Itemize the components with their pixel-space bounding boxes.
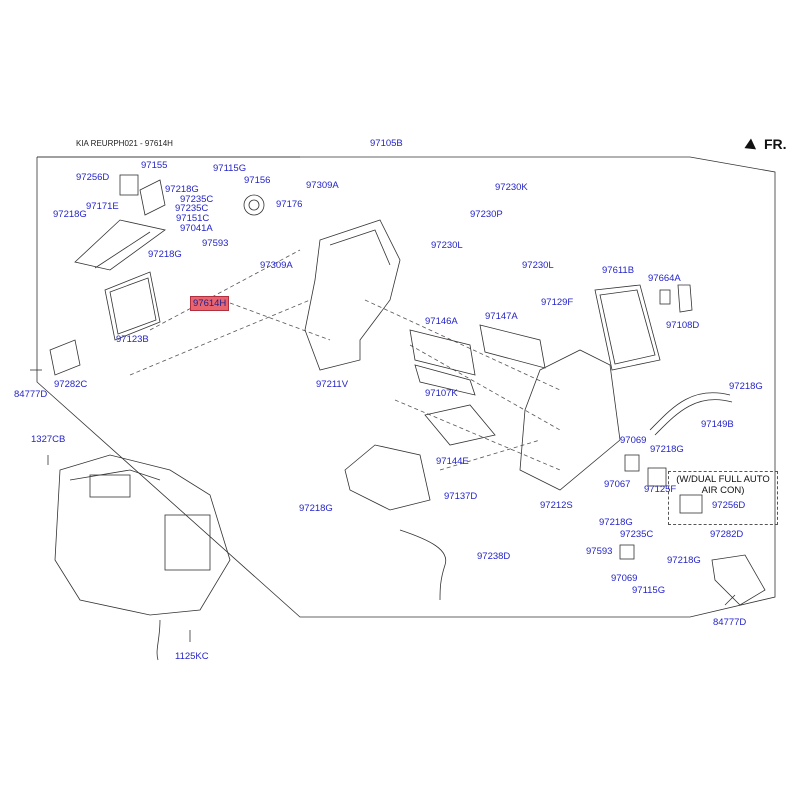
label-97235C-top[interactable]: 97235C — [180, 194, 214, 205]
label-97151C[interactable]: 97151C — [176, 213, 210, 224]
label-97144E[interactable]: 97144E — [436, 456, 469, 467]
label-97218G-c[interactable]: 97218G — [148, 249, 182, 260]
label-1327CB[interactable]: 1327CB — [31, 434, 66, 445]
label-97146A[interactable]: 97146A — [425, 316, 458, 327]
label-97256D-right[interactable]: 97256D — [712, 500, 746, 511]
label-97041A[interactable]: 97041A — [180, 223, 213, 234]
front-label: FR. — [764, 136, 787, 152]
label-84777D-left[interactable]: 84777D — [14, 389, 48, 400]
label-97230P[interactable]: 97230P — [470, 209, 503, 220]
label-97115G-top[interactable]: 97115G — [213, 163, 247, 174]
label-97593-top[interactable]: 97593 — [202, 238, 229, 249]
label-97147A[interactable]: 97147A — [485, 311, 518, 322]
label-97212S[interactable]: 97212S — [540, 500, 573, 511]
label-97115G-right[interactable]: 97115G — [632, 585, 666, 596]
label-97218G-h[interactable]: 97218G — [667, 555, 701, 566]
label-97218G-d[interactable]: 97218G — [729, 381, 763, 392]
label-97171E[interactable]: 97171E — [86, 201, 119, 212]
label-97125F[interactable]: 97125F — [644, 484, 677, 495]
option-note-text: (W/DUAL FULL AUTO AIR CON) — [676, 474, 770, 496]
label-97129F[interactable]: 97129F — [541, 297, 574, 308]
label-97105B[interactable]: 97105B — [370, 138, 403, 149]
label-97069-a[interactable]: 97069 — [620, 435, 647, 446]
label-1125KC[interactable]: 1125KC — [175, 651, 209, 662]
option-note-box: (W/DUAL FULL AUTO AIR CON) — [668, 471, 778, 525]
label-97235C-top2[interactable]: 97235C — [175, 203, 209, 214]
label-97218G-b[interactable]: 97218G — [53, 209, 87, 220]
front-arrow-icon — [741, 138, 757, 154]
label-84777D-right[interactable]: 84777D — [713, 617, 747, 628]
label-97211V[interactable]: 97211V — [316, 379, 349, 390]
case-97212S-shape — [519, 349, 621, 491]
label-97218G-e[interactable]: 97218G — [650, 444, 684, 455]
label-97309A-mid[interactable]: 97309A — [260, 260, 293, 271]
label-97664A[interactable]: 97664A — [648, 273, 681, 284]
label-97309A-top[interactable]: 97309A — [306, 180, 339, 191]
frame-outline — [36, 156, 776, 618]
actuator-97256D-shape — [119, 174, 139, 196]
label-97230L-b[interactable]: 97230L — [522, 260, 554, 271]
label-97230L-a[interactable]: 97230L — [431, 240, 463, 251]
label-97156[interactable]: 97156 — [244, 175, 271, 186]
label-97238D[interactable]: 97238D — [477, 551, 511, 562]
label-97107K[interactable]: 97107K — [425, 388, 458, 399]
heater-core-shape — [104, 271, 161, 341]
label-97069-b[interactable]: 97069 — [611, 573, 638, 584]
label-97614H[interactable]: 97614H — [190, 296, 230, 311]
label-97149B[interactable]: 97149B — [701, 419, 734, 430]
label-97235C-right[interactable]: 97235C — [620, 529, 654, 540]
label-97593-right[interactable]: 97593 — [586, 546, 613, 557]
label-97611B[interactable]: 97611B — [602, 265, 635, 276]
label-97218G-f[interactable]: 97218G — [299, 503, 333, 514]
case-97211V-shape — [304, 219, 401, 371]
label-97137D[interactable]: 97137D — [444, 491, 478, 502]
label-97256D-top[interactable]: 97256D — [76, 172, 110, 183]
housing-97137D-shape — [344, 444, 431, 511]
label-97230K[interactable]: 97230K — [495, 182, 528, 193]
page-header: KIA REURPH021 - 97614H — [76, 139, 173, 148]
evaporator-shape — [594, 284, 661, 371]
front-indicator: FR. — [741, 136, 800, 156]
label-97218G-g[interactable]: 97218G — [599, 517, 633, 528]
label-97282C[interactable]: 97282C — [54, 379, 88, 390]
label-97218G-a[interactable]: 97218G — [165, 184, 199, 195]
label-97067[interactable]: 97067 — [604, 479, 631, 490]
label-97176[interactable]: 97176 — [276, 199, 303, 210]
label-97155[interactable]: 97155 — [141, 160, 168, 171]
label-97123B[interactable]: 97123B — [116, 334, 149, 345]
label-97108D[interactable]: 97108D — [666, 320, 700, 331]
label-97282D[interactable]: 97282D — [710, 529, 744, 540]
hvac-assembly-shape — [54, 454, 231, 616]
